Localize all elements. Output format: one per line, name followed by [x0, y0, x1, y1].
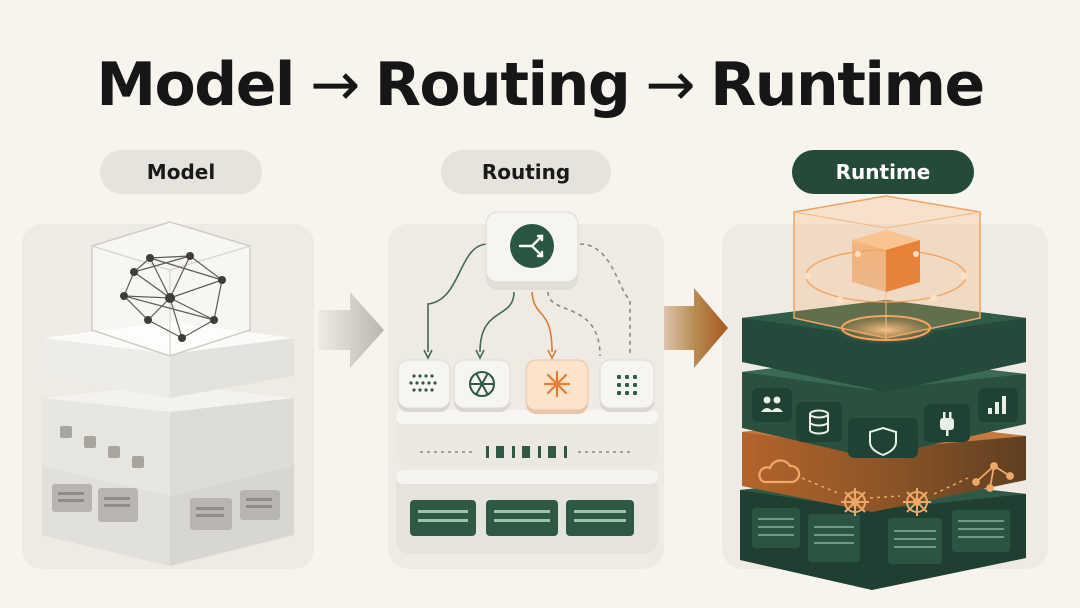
cloud-icon — [758, 459, 801, 484]
dot-grid-icon — [409, 374, 437, 392]
storage-block-middle — [42, 384, 294, 496]
database-icon — [809, 409, 829, 435]
bar-chart-icon — [988, 396, 1006, 414]
runtime-container-cube — [793, 195, 981, 339]
neural-network-cube — [91, 221, 251, 357]
cube-icon — [852, 230, 920, 292]
routing-stack — [396, 211, 658, 554]
square-dots-icon — [617, 375, 637, 395]
server-base — [396, 470, 658, 554]
runtime-stack — [740, 195, 1026, 590]
provider-node-3 — [525, 359, 589, 414]
stage-label-runtime: Runtime — [792, 150, 974, 194]
asterisk-icon — [543, 370, 571, 398]
title-model: Model — [96, 50, 295, 120]
arrow-routing-to-runtime — [664, 288, 728, 368]
router-split-icon — [518, 234, 544, 258]
switch-layer — [396, 410, 658, 466]
shield-icon — [869, 426, 897, 457]
provider-node-1 — [397, 359, 451, 412]
title-arrow-1: → — [309, 50, 360, 120]
title-runtime: Runtime — [710, 50, 985, 120]
provider-node-2 — [453, 359, 511, 412]
provider-node-4 — [599, 359, 655, 412]
arrow-model-to-routing — [318, 292, 384, 368]
router-node — [485, 211, 579, 290]
helm-wheel-icon — [841, 488, 869, 516]
openai-knot-icon — [469, 371, 495, 397]
cube-icon — [60, 426, 144, 468]
helm-wheel-icon — [903, 488, 931, 516]
routing-connectors — [423, 239, 631, 360]
page-title: Model→Routing→Runtime — [0, 40, 1080, 130]
model-stack — [42, 221, 294, 566]
title-routing: Routing — [374, 50, 631, 120]
stage-label-routing: Routing — [441, 150, 611, 194]
plug-icon — [940, 412, 954, 436]
stage-label-model: Model — [100, 150, 262, 194]
network-graph-icon — [972, 462, 1014, 492]
users-icon — [761, 396, 783, 412]
title-arrow-2: → — [645, 50, 695, 120]
